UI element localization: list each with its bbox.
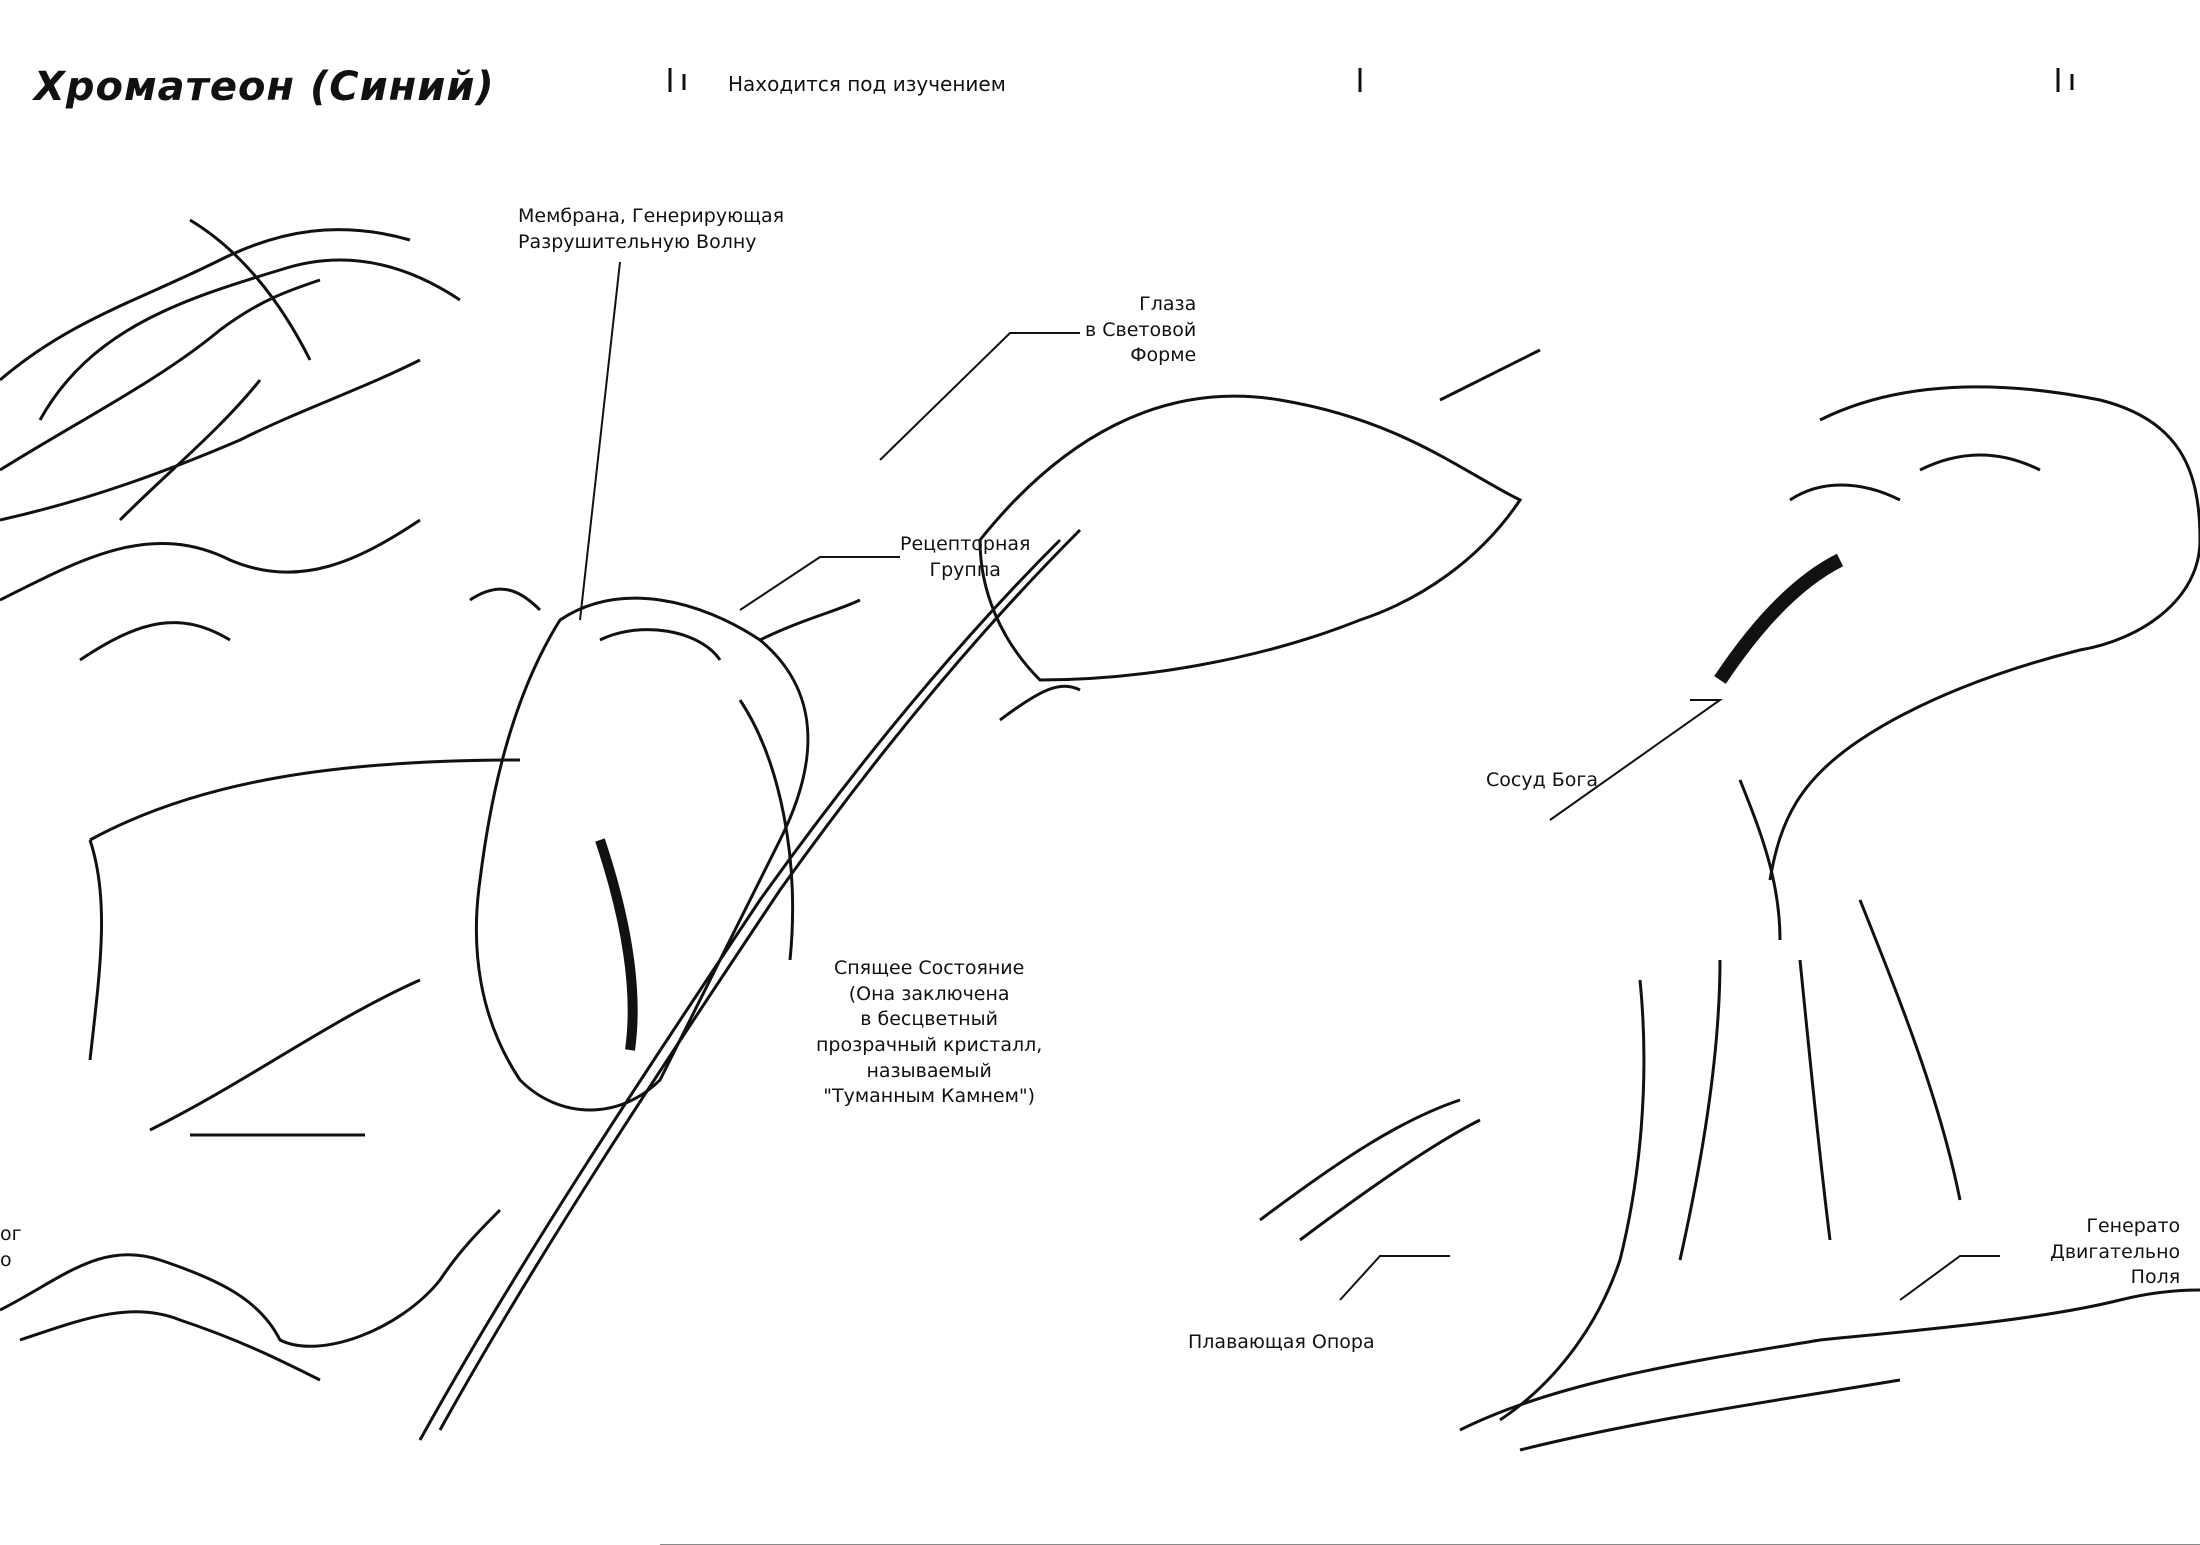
- label-vessel: Сосуд Бога: [1486, 769, 1599, 791]
- right-creature: [1259, 385, 2200, 1452]
- label-left-edge: ог о: [0, 1223, 22, 1271]
- left-creature: [0, 218, 461, 662]
- research-status: Находится под изучением: [728, 72, 1006, 96]
- bottom-tendril: [0, 1208, 502, 1382]
- page-title: Хроматеон (Синий): [34, 64, 495, 110]
- central-creature: [88, 587, 861, 1137]
- label-field: Генерато Двигательно Поля: [2050, 1215, 2181, 1289]
- central-spear: [418, 348, 1541, 1441]
- leader-lines: [579, 261, 2000, 1301]
- label-eyes: Глаза в Световой Форме: [1085, 293, 1197, 367]
- label-receptor: Рецепторная Группа: [900, 533, 1031, 581]
- label-membrane: Мембрана, Генерирующая Разрушительную Во…: [518, 205, 785, 253]
- label-dormant: Спящее Состояние (Она заключена в бесцве…: [816, 957, 1043, 1108]
- header-tick: [668, 68, 2074, 92]
- label-support: Плавающая Опора: [1188, 1331, 1375, 1353]
